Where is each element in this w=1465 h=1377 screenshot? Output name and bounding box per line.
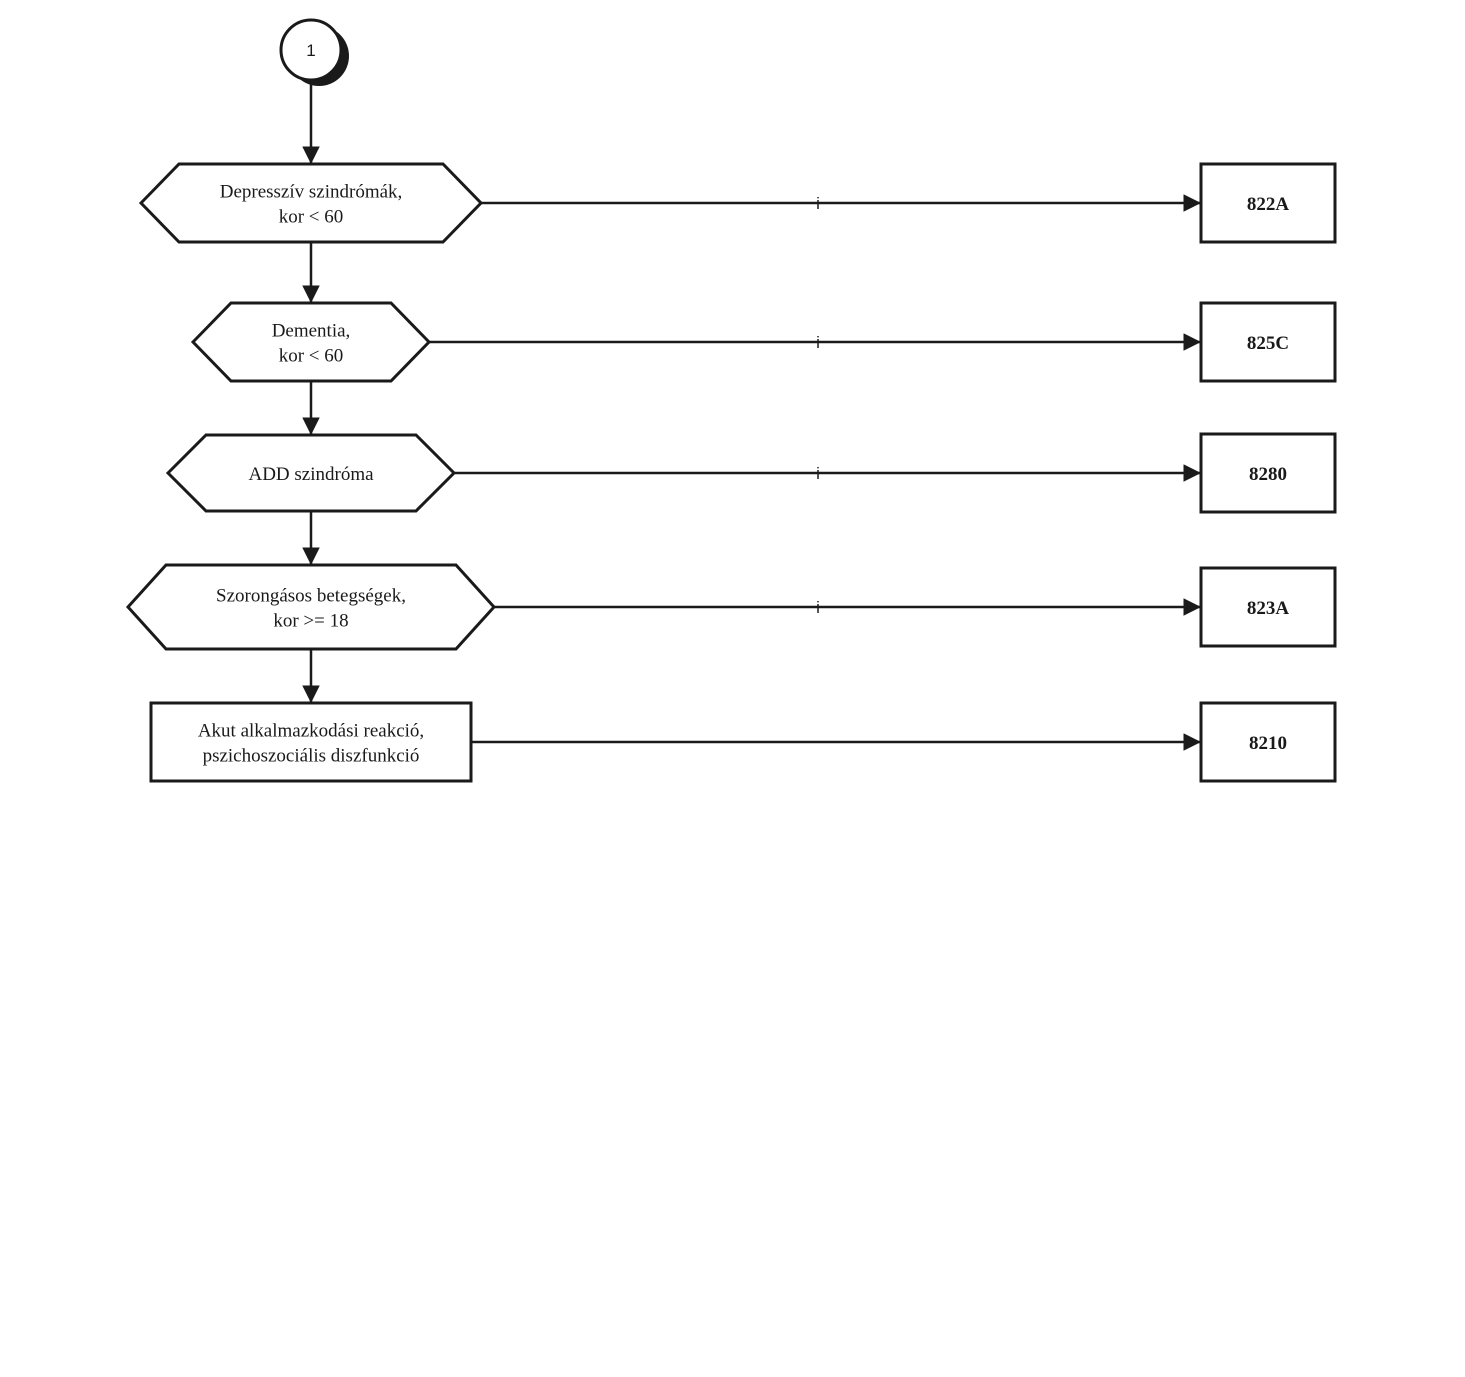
node-text-line: pszichoszociális diszfunkció xyxy=(203,746,420,767)
branch-label-dementia: i xyxy=(816,333,820,352)
target-823A: 823A xyxy=(1199,566,1337,648)
target-code: 822A xyxy=(1247,194,1290,215)
node-text-line: kor >= 18 xyxy=(273,611,348,632)
decision-hexagon xyxy=(125,563,497,651)
node-text-line: Depresszív szindrómák, xyxy=(220,182,403,203)
node-akut: Akut alkalmazkodási reakció, pszichoszoci… xyxy=(149,701,473,783)
branch-label-depresszio: i xyxy=(816,194,820,213)
edges: i i i i xyxy=(302,80,1201,751)
branch-label-add: i xyxy=(816,464,820,483)
node-text-line: kor < 60 xyxy=(279,207,344,228)
nodes: Depresszív szindrómák, kor < 60 822A Dement… xyxy=(125,162,1337,783)
node-depresszio: Depresszív szindrómák, kor < 60 xyxy=(138,162,484,244)
node-add: ADD szindróma xyxy=(165,433,457,513)
node-text-line: Szorongásos betegségek, xyxy=(216,586,406,607)
target-code: 8280 xyxy=(1249,464,1287,485)
node-text-line: Akut alkalmazkodási reakció, xyxy=(198,721,424,742)
start-connector: 1 xyxy=(279,18,349,86)
target-box xyxy=(1199,432,1337,514)
decision-hexagon xyxy=(190,301,432,383)
process-box xyxy=(149,701,473,783)
connector-label: 1 xyxy=(306,41,315,60)
node-dementia: Dementia, kor < 60 xyxy=(190,301,432,383)
target-8280: 8280 xyxy=(1199,432,1337,514)
node-szorongasos: Szorongásos betegségek, kor >= 18 xyxy=(125,563,497,651)
target-8210: 8210 xyxy=(1199,701,1337,783)
decision-hexagon xyxy=(138,162,484,244)
target-box xyxy=(1199,566,1337,648)
target-code: 825C xyxy=(1247,333,1289,354)
node-text-line: ADD szindróma xyxy=(248,464,374,485)
target-box xyxy=(1199,701,1337,783)
target-box xyxy=(1199,301,1337,383)
target-code: 823A xyxy=(1247,598,1290,619)
target-code: 8210 xyxy=(1249,733,1287,754)
node-text-line: Dementia, xyxy=(272,321,351,342)
target-822A: 822A xyxy=(1199,162,1337,244)
branch-label-szorongasos: i xyxy=(816,598,820,617)
node-text-line: kor < 60 xyxy=(279,346,344,367)
target-825C: 825C xyxy=(1199,301,1337,383)
decision-hexagon xyxy=(165,433,457,513)
target-box xyxy=(1199,162,1337,244)
